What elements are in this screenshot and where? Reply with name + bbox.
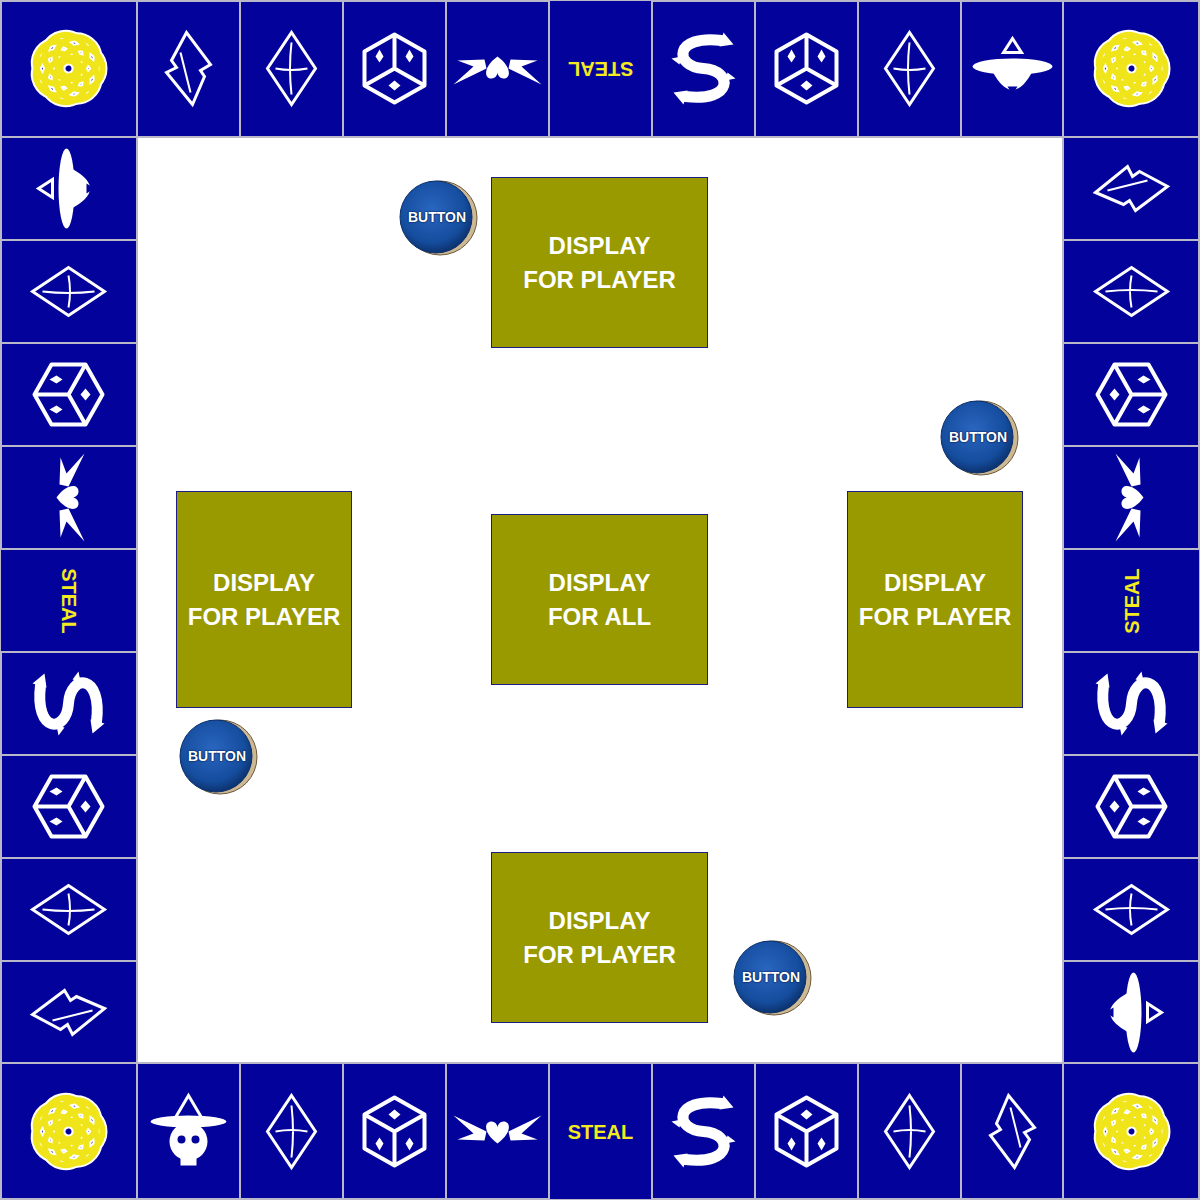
tile-icon: [886, 33, 934, 105]
tile-icon: [365, 1098, 425, 1166]
tile-icon: [1096, 167, 1168, 211]
button-label: BUTTON: [408, 209, 466, 225]
button-token: BUTTON: [395, 175, 479, 259]
corner-ring: [29, 1092, 106, 1171]
tile-icon: [57, 454, 85, 542]
tile-icon: [454, 1116, 542, 1144]
display-label: DISPLAY FOR PLAYER: [857, 566, 1013, 634]
steal-tile: STEAL: [0, 549, 137, 652]
corner-ring: [29, 29, 106, 108]
tile-icon: [777, 35, 837, 103]
steal-tile: STEAL: [1063, 549, 1200, 652]
tile-icon: [672, 1096, 736, 1168]
player-display: DISPLAY FOR PLAYER: [491, 177, 708, 348]
board-center: [137, 137, 1063, 1063]
tile-icon: [33, 268, 105, 316]
tile-icon: [151, 1096, 227, 1166]
tile-icon: [1098, 777, 1166, 837]
button-token: BUTTON: [175, 714, 259, 798]
tile-icon: [268, 1096, 316, 1168]
player-display: DISPLAY FOR PLAYER: [847, 491, 1023, 708]
corner-ring: [1092, 29, 1169, 108]
tile-icon: [1096, 886, 1168, 934]
tile-icon: [454, 57, 542, 85]
display-label: DISPLAY FOR PLAYER: [186, 566, 342, 634]
shared-display: DISPLAY FOR ALL: [491, 514, 708, 685]
button-face: [734, 941, 806, 1013]
player-display: DISPLAY FOR PLAYER: [176, 491, 352, 708]
tile-icon: [886, 1096, 934, 1168]
tile-icon: [1096, 268, 1168, 316]
button-label: BUTTON: [742, 969, 800, 985]
tile-icon: [35, 777, 103, 837]
display-label: DISPLAY FOR PLAYER: [522, 229, 678, 297]
tile-icon: [33, 991, 105, 1035]
tile-icon: [973, 39, 1053, 95]
tile-icon: [33, 672, 105, 736]
button-label: BUTTON: [188, 748, 246, 764]
steal-tile: STEAL: [549, 0, 652, 137]
tile-icon: [1098, 365, 1166, 425]
button-label: BUTTON: [949, 429, 1007, 445]
display-label: DISPLAY FOR ALL: [546, 566, 653, 634]
tile-label: STEAL: [568, 57, 634, 81]
display-label: DISPLAY FOR PLAYER: [522, 904, 678, 972]
corner-ring: [1092, 1092, 1169, 1171]
button-face: [180, 720, 252, 792]
tile-icon: [268, 33, 316, 105]
tile-icon: [365, 35, 425, 103]
tile-label: STEAL: [57, 568, 81, 634]
tile-icon: [33, 886, 105, 934]
steal-tile: STEAL: [549, 1063, 652, 1200]
tile-icon: [35, 365, 103, 425]
tile-icon: [167, 33, 211, 105]
tile-icon: [777, 1098, 837, 1166]
tile-label: STEAL: [568, 1120, 634, 1144]
button-face: [941, 401, 1013, 473]
tile-icon: [1116, 454, 1144, 542]
tile-label: STEAL: [1120, 568, 1144, 634]
button-face: [400, 181, 472, 253]
tile-icon: [1096, 672, 1168, 736]
tile-icon: [39, 149, 95, 229]
button-token: BUTTON: [729, 935, 813, 1019]
tile-icon: [672, 33, 736, 105]
player-display: DISPLAY FOR PLAYER: [491, 852, 708, 1023]
button-token: BUTTON: [936, 395, 1020, 479]
tile-icon: [991, 1096, 1035, 1168]
tile-icon: [1106, 973, 1162, 1053]
